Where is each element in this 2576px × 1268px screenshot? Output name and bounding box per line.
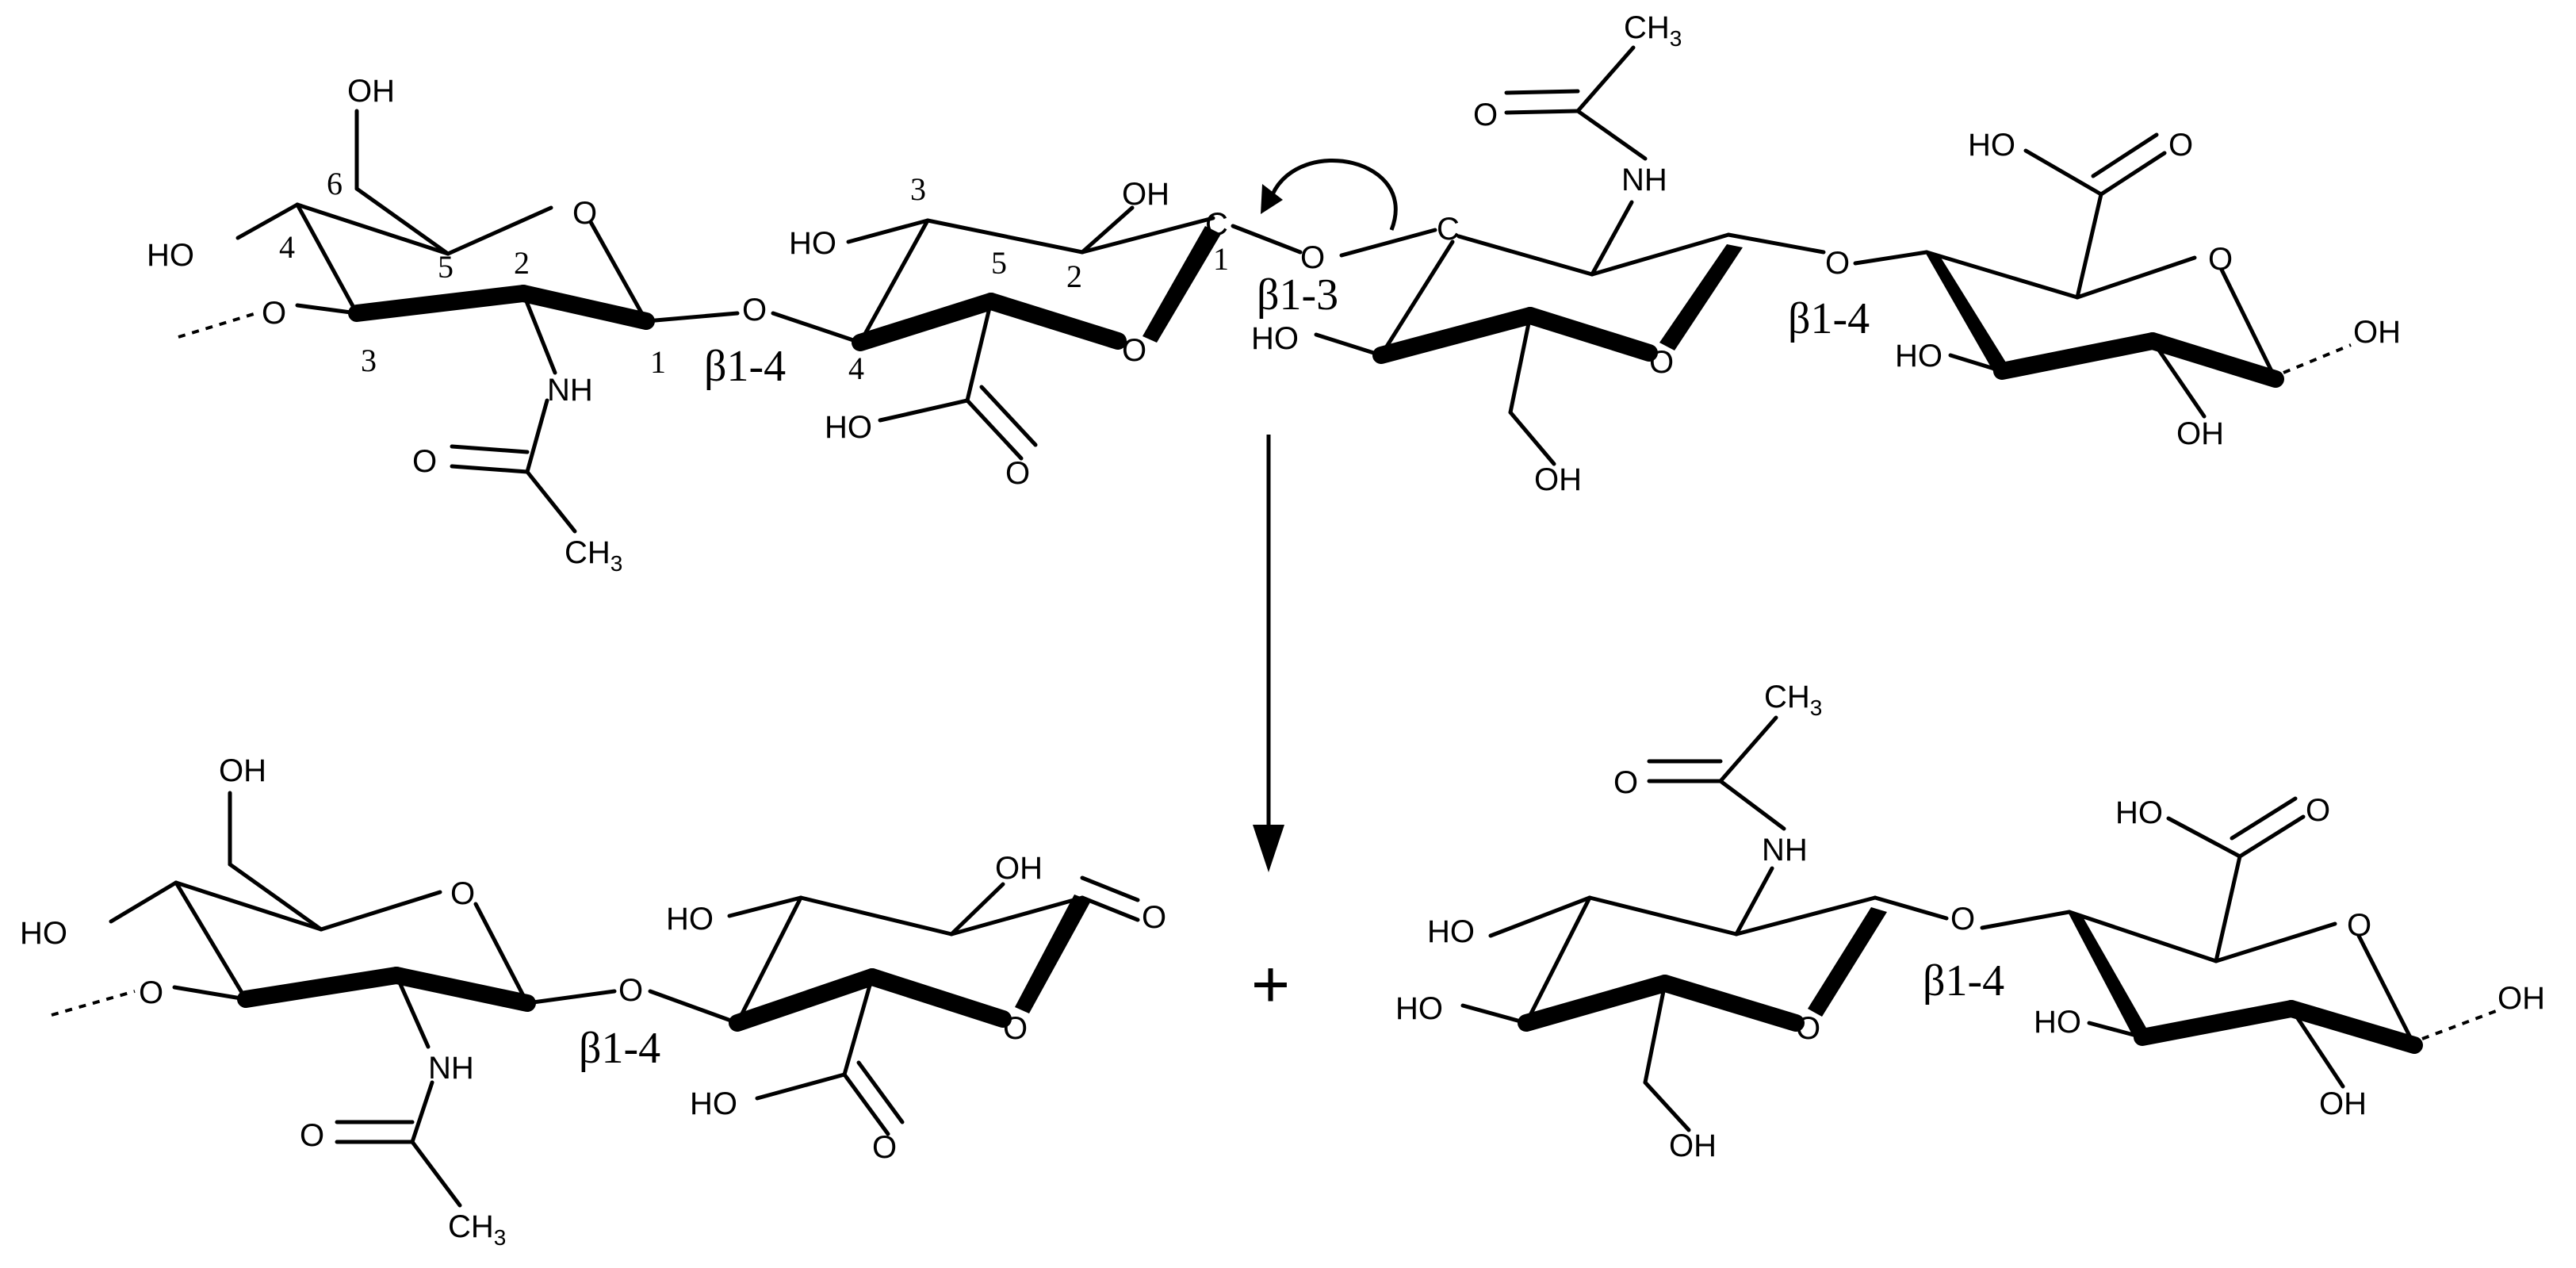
ring-o-label: O	[1122, 333, 1146, 368]
carbonyl-o-label: O	[1005, 456, 1030, 491]
ring-o-label: O	[1003, 1011, 1028, 1046]
product-lactone-fragment: HO O O OH NH O CH3 O β1-4 HO OH O O	[20, 753, 1166, 1250]
ho-label: HO	[690, 1086, 737, 1121]
glycosidic-linkage-label: β1-4	[1788, 294, 1870, 343]
ho-label: HO	[1427, 914, 1475, 949]
nh-label: NH	[547, 373, 593, 408]
glcnac-ring-top-right	[1314, 45, 1826, 466]
ho-label: HO	[2115, 795, 2163, 830]
glca-lactone-ring-bottom	[648, 875, 1140, 1136]
lactone-carbonyl-o-label: O	[1142, 900, 1166, 935]
glca-ring-top-right	[1853, 132, 2352, 419]
methyl-label: CH3	[1764, 680, 1822, 720]
ring-number-5: 5	[438, 249, 454, 285]
ring-number-5: 5	[991, 245, 1007, 281]
ring-number-1: 1	[650, 344, 666, 380]
carbonyl-o-label: O	[1613, 765, 1638, 800]
carbonyl-o-label: O	[412, 444, 437, 479]
cleavage-arrow	[1270, 159, 1398, 231]
nh-label: NH	[1762, 833, 1808, 868]
substrate-tetrasaccharide: HO O O OH O NH O CH3 1 2 3 4 5 6 β1-4	[147, 10, 2401, 576]
ring-o-label: O	[572, 196, 597, 231]
oh-label: OH	[347, 74, 395, 109]
methyl-label: CH3	[448, 1209, 506, 1250]
glycosidic-o-label: O	[139, 975, 163, 1010]
oh-label: OH	[2176, 416, 2224, 451]
methyl-label: CH3	[565, 535, 622, 576]
ring-o-label: O	[1796, 1011, 1820, 1046]
ho-label: HO	[825, 410, 872, 445]
glycosidic-linkage-label: β1-4	[579, 1024, 660, 1073]
ho-label: HO	[789, 226, 836, 261]
carbonyl-o-label: O	[300, 1118, 324, 1153]
glca-ring-bottom-right	[1980, 796, 2497, 1089]
glycosidic-o-label: O	[1300, 240, 1325, 275]
glycosidic-linkage-label: β1-4	[704, 342, 786, 391]
ho-label: HO	[20, 916, 67, 951]
glycosidic-o-label: O	[742, 293, 767, 328]
ring-number-1: 1	[1213, 241, 1229, 277]
ho-label: HO	[1251, 321, 1299, 356]
ring-number-2: 2	[514, 245, 530, 281]
ring-o-label: O	[450, 876, 475, 911]
glcnac-ring-top	[178, 109, 740, 534]
oh-label: OH	[2319, 1086, 2367, 1121]
glcnac-ring-bottom	[51, 791, 617, 1208]
nh-label: NH	[428, 1051, 474, 1086]
ring-number-2: 2	[1066, 259, 1082, 294]
glcnac-ring-bottom-right	[1460, 715, 1949, 1132]
glycosidic-o-label: O	[618, 973, 643, 1008]
ring-number-4: 4	[279, 229, 295, 265]
oh-label: OH	[1534, 462, 1582, 497]
anomeric-c-label: C	[1205, 207, 1228, 242]
nh-label: NH	[1621, 163, 1667, 197]
ho-label: HO	[1895, 339, 1943, 374]
cleavage-arrowhead	[1261, 184, 1283, 214]
ho-label: HO	[666, 902, 714, 937]
methyl-label: CH3	[1624, 10, 1682, 51]
oh-label: OH	[2498, 981, 2545, 1016]
ring-o-label: O	[1649, 345, 1674, 380]
glca-ring-top	[771, 205, 1303, 461]
carbonyl-o-label: O	[2306, 793, 2330, 828]
ring-o-label: O	[2208, 242, 2233, 277]
ho-label: HO	[1968, 128, 2015, 163]
ring-o-label: O	[2347, 908, 2371, 943]
oh-label: OH	[1669, 1128, 1717, 1163]
oh-label: OH	[1122, 177, 1169, 212]
carbonyl-o-label: O	[1473, 98, 1498, 132]
ring-number-6: 6	[327, 166, 343, 201]
glycosidic-linkage-label: β1-3	[1257, 270, 1338, 320]
reaction-arrowhead	[1253, 825, 1284, 872]
ho-label: HO	[1395, 991, 1443, 1026]
c-label: C	[1437, 212, 1460, 247]
ho-label: HO	[147, 238, 194, 273]
glycosidic-o-label: O	[1825, 246, 1850, 281]
glycosidic-o-label: O	[262, 296, 286, 331]
oh-label: OH	[2353, 315, 2401, 350]
oh-label: OH	[219, 753, 266, 788]
ring-number-4: 4	[848, 351, 864, 386]
ring-number-3: 3	[910, 171, 926, 207]
glycosidic-o-label: O	[1950, 902, 1975, 937]
carbonyl-o-label: O	[2168, 128, 2193, 163]
plus-sign: +	[1251, 947, 1290, 1021]
product-disaccharide-fragment: HO HO O OH NH O CH3 O β1-4 O OH HO OH H	[1395, 680, 2545, 1163]
ring-number-3: 3	[361, 343, 377, 378]
ho-label: HO	[2034, 1005, 2081, 1040]
oh-label: OH	[995, 851, 1043, 886]
carbonyl-o-label: O	[872, 1130, 897, 1165]
glycosidic-linkage-label: β1-4	[1923, 956, 2004, 1006]
